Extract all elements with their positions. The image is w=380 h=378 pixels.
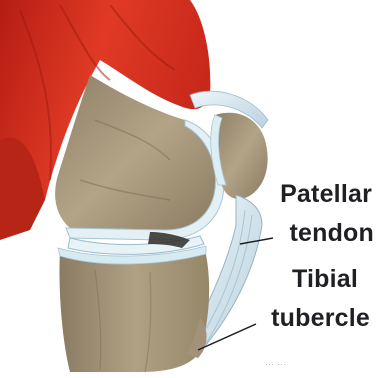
tibial-tubercle-label-line1: Tibial	[292, 265, 358, 293]
image-credit: ··· ···	[265, 360, 287, 369]
patellar-tendon-label-line2: tendon	[289, 219, 374, 247]
patellar-tendon-label-line1: Patellar	[280, 180, 372, 208]
tibial-tubercle-label-line2: tubercle	[271, 304, 370, 332]
